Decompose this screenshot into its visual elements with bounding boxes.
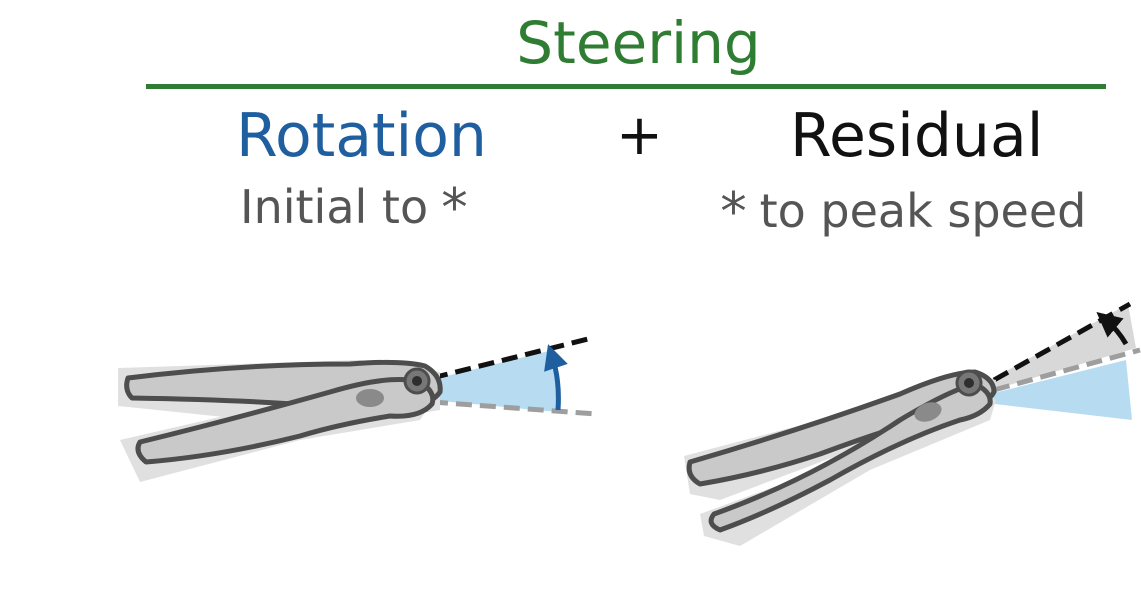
rotation-subtitle: Initial to *: [240, 181, 467, 234]
fish-swim-bladder: [914, 402, 942, 422]
residual-subtitle: * to peak speed: [720, 185, 1086, 238]
asterisk-marker-icon: *: [720, 179, 747, 243]
asterisk-marker-icon: *: [440, 175, 468, 239]
residual-subtitle-text: to peak speed: [759, 184, 1087, 238]
initial-heading-line: [431, 399, 597, 417]
fish-pupil: [412, 376, 422, 386]
diagram-title: Steering: [516, 9, 761, 77]
residual-panel: [684, 301, 1141, 546]
plus-operator: +: [616, 103, 663, 168]
residual-angle-wedge: [990, 360, 1132, 420]
rotation-panel: [118, 335, 597, 482]
residual-label: Residual: [790, 101, 1044, 171]
fish-swim-bladder: [356, 389, 384, 407]
rotation-angle-wedge: [430, 350, 558, 412]
title-underline: [146, 84, 1106, 89]
residual-arrow-icon: [1096, 311, 1129, 346]
fish-pupil: [964, 378, 974, 388]
rotation-label: Rotation: [236, 101, 487, 171]
rotation-subtitle-text: Initial to: [240, 180, 429, 234]
star-heading-line: [993, 347, 1141, 393]
rotation-arrow-icon: [544, 344, 568, 411]
rotated-heading-line: [431, 335, 593, 381]
